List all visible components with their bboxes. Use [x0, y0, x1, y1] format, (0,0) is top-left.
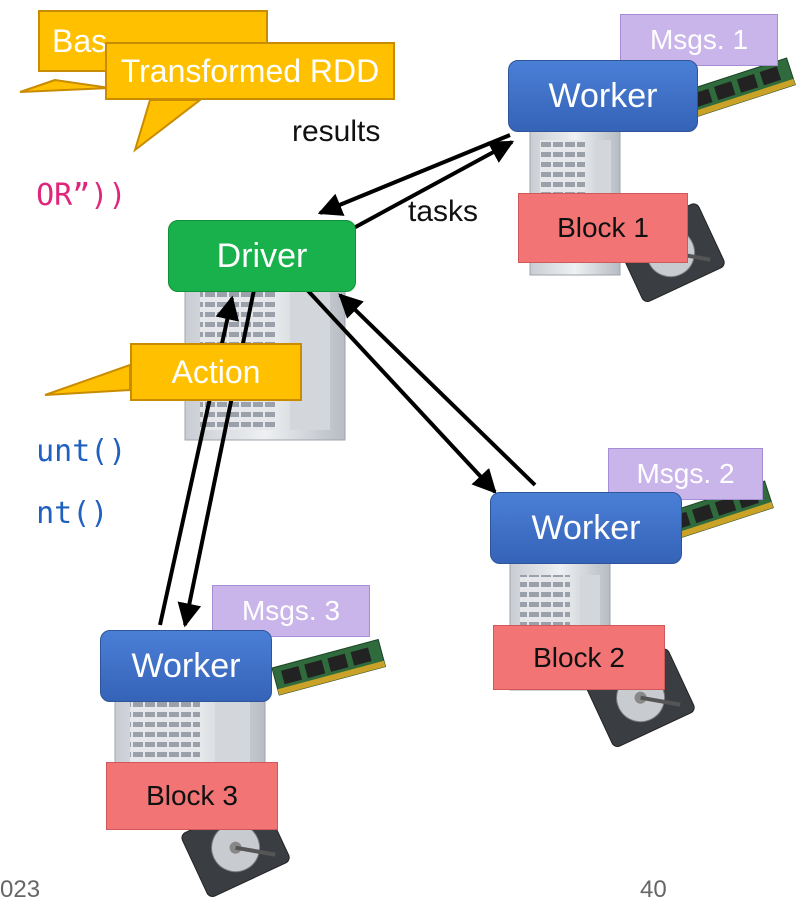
ram-icon-3 — [271, 638, 387, 696]
callout-transformed-rdd: Transformed RDD — [105, 42, 395, 100]
code-line-filter: OR”)) — [36, 178, 127, 213]
results-label: results — [292, 115, 381, 148]
tasks-label: tasks — [408, 195, 479, 228]
code-line-count-2: nt() — [36, 496, 109, 531]
block-3-box: Block 3 — [106, 762, 278, 830]
page-number: 40 — [640, 876, 667, 903]
communication-arrows — [158, 133, 537, 628]
worker-1-node: Worker — [508, 60, 698, 132]
block-1-box: Block 1 — [518, 193, 688, 263]
callout-tail-action — [44, 363, 131, 396]
footer-year: 023 — [0, 876, 41, 903]
worker-3-node: Worker — [100, 630, 272, 702]
msgs-2-box: Msgs. 2 — [608, 448, 763, 500]
ram-icon-1 — [681, 57, 796, 120]
callout-tail-base — [19, 78, 111, 93]
callout-action: Action — [130, 343, 302, 401]
worker-2-node: Worker — [490, 492, 682, 564]
block-2-box: Block 2 — [493, 625, 665, 690]
code-line-count-1: unt() — [36, 434, 127, 469]
msgs-3-box: Msgs. 3 — [212, 585, 370, 637]
msgs-1-box: Msgs. 1 — [620, 14, 778, 66]
callout-tail-transformed — [133, 99, 203, 153]
driver-node: Driver — [168, 220, 356, 292]
